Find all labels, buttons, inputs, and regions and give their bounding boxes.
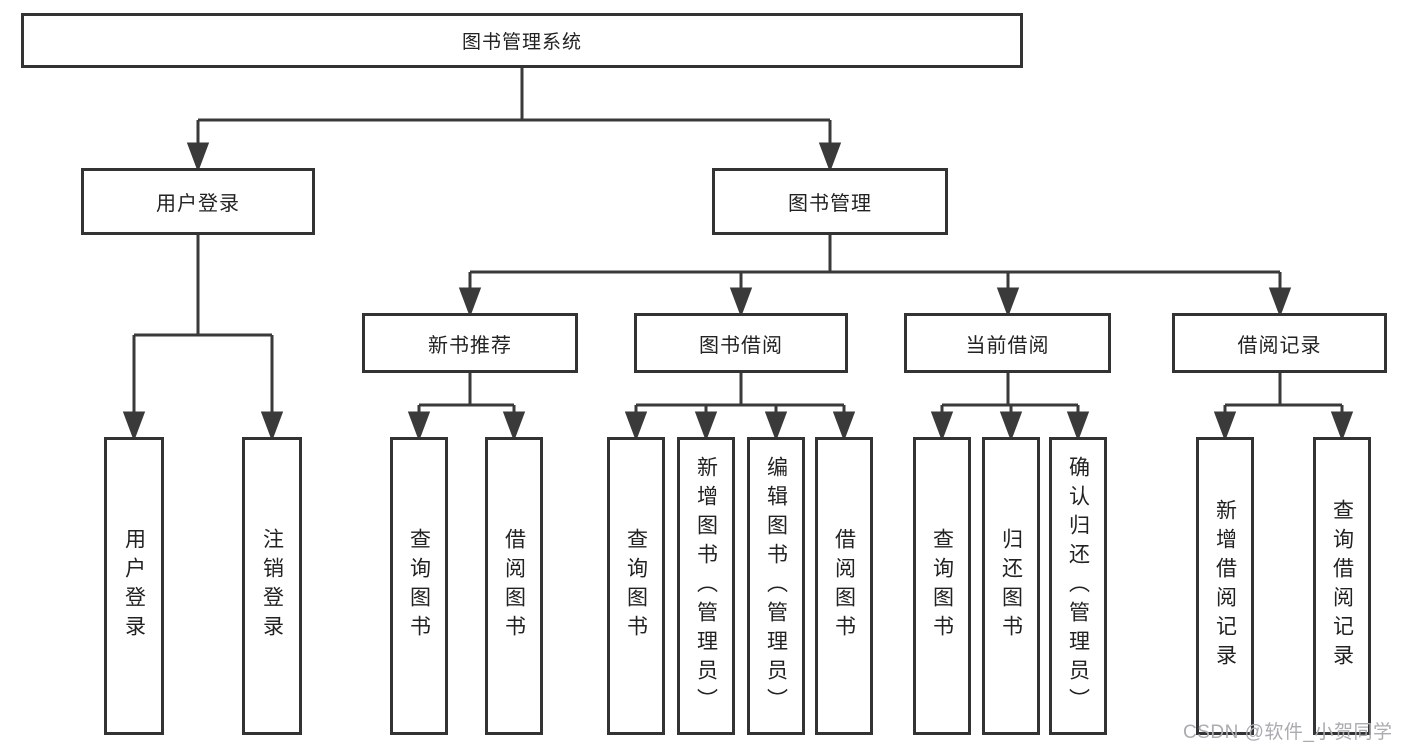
node-current-borrow-label: 当前借阅 (965, 334, 1050, 357)
node-new-book-recommend-label: 新书推荐 (428, 334, 512, 357)
node-root-label: 图书管理系统 (461, 32, 582, 53)
leaf-add-borrow-record-label: 新增借阅记录 (1213, 499, 1237, 673)
node-book-borrow: 图书借阅 (634, 313, 848, 373)
csdn-watermark: CSDN @软件_小贺同学 (1183, 722, 1393, 743)
leaf-add-book-admin-label: 新增图书（管理员） (694, 455, 718, 717)
node-user-login: 用户登录 (81, 168, 315, 235)
leaf-query-books-3-label: 查询图书 (930, 528, 954, 644)
leaf-return-book: 归还图书 (982, 437, 1040, 735)
node-current-borrow: 当前借阅 (904, 313, 1111, 373)
leaf-return-book-label: 归还图书 (999, 528, 1023, 644)
leaf-user-login: 用户登录 (104, 437, 164, 735)
leaf-borrow-books-2-label: 借阅图书 (832, 528, 856, 644)
leaf-edit-book-admin-label: 编辑图书（管理员） (764, 455, 788, 717)
leaf-add-borrow-record: 新增借阅记录 (1196, 437, 1254, 735)
leaf-confirm-return-admin: 确认归还（管理员） (1049, 437, 1107, 735)
node-book-management: 图书管理 (712, 168, 948, 235)
connector-borrow-to-leaves (624, 373, 856, 442)
node-book-management-label: 图书管理 (788, 193, 872, 215)
leaf-add-book-admin: 新增图书（管理员） (677, 437, 735, 735)
connector-book-management-to-level3 (458, 235, 1292, 318)
node-borrow-records: 借阅记录 (1172, 313, 1387, 373)
leaf-borrow-books-2: 借阅图书 (815, 437, 873, 735)
leaf-query-books-3: 查询图书 (913, 437, 971, 735)
node-root: 图书管理系统 (21, 13, 1023, 68)
connector-current-to-leaves (930, 373, 1090, 442)
leaf-edit-book-admin: 编辑图书（管理员） (747, 437, 805, 735)
leaf-query-borrow-record: 查询借阅记录 (1313, 437, 1371, 735)
leaf-borrow-books-1-label: 借阅图书 (502, 528, 526, 644)
leaf-query-books-2: 查询图书 (607, 437, 665, 735)
leaf-logout-label: 注销登录 (260, 528, 284, 644)
node-book-borrow-label: 图书借阅 (699, 334, 783, 357)
leaf-user-login-label: 用户登录 (122, 528, 146, 644)
leaf-query-books-1: 查询图书 (390, 437, 448, 735)
leaf-query-borrow-record-label: 查询借阅记录 (1330, 499, 1354, 673)
leaf-query-books-1-label: 查询图书 (407, 528, 431, 644)
connector-root-to-level2 (186, 68, 842, 173)
leaf-query-books-2-label: 查询图书 (624, 528, 648, 644)
connector-new-books-to-leaves (407, 373, 526, 442)
leaf-borrow-books-1: 借阅图书 (485, 437, 543, 735)
connector-records-to-leaves (1213, 373, 1354, 442)
connector-user-login-to-leaves (122, 235, 284, 442)
node-new-book-recommend: 新书推荐 (362, 313, 578, 373)
node-user-login-label: 用户登录 (156, 193, 240, 215)
leaf-logout: 注销登录 (242, 437, 302, 735)
leaf-confirm-return-admin-label: 确认归还（管理员） (1066, 455, 1090, 717)
node-borrow-records-label: 借阅记录 (1237, 334, 1322, 357)
